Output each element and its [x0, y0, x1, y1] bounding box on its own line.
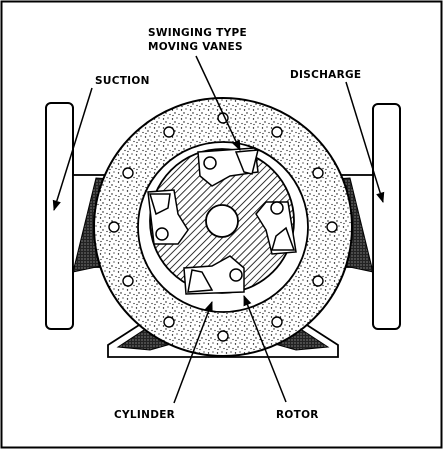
vane-left — [147, 189, 189, 245]
vanes-label-line2: MOVING VANES — [148, 41, 243, 53]
discharge-arrow — [345, 81, 385, 204]
vanes-label-line1: SWINGING TYPE — [148, 27, 247, 39]
bolt-hole — [122, 167, 134, 179]
rotor-label: ROTOR — [276, 409, 319, 421]
suction-label: SUCTION — [95, 75, 150, 87]
vane-right — [255, 201, 297, 255]
suction-flange — [45, 102, 74, 330]
discharge-flange — [372, 103, 401, 330]
bolt-hole — [217, 330, 229, 342]
vane-top — [197, 147, 259, 187]
bolt-hole — [163, 126, 175, 138]
rotor-leader — [243, 295, 287, 403]
shaft-hole — [205, 204, 239, 238]
discharge-label: DISCHARGE — [290, 69, 361, 81]
vanes-leader — [195, 55, 241, 151]
bolt-hole — [122, 275, 134, 287]
bolt-hole — [108, 221, 120, 233]
bolt-hole — [163, 316, 175, 328]
bolt-hole — [271, 316, 283, 328]
cylinder-leader — [173, 301, 213, 404]
cylinder-label: CYLINDER — [114, 409, 175, 421]
vane-bottom — [183, 255, 245, 295]
bolt-hole — [312, 275, 324, 287]
suction-arrow — [52, 87, 93, 212]
bolt-hole — [326, 221, 338, 233]
bolt-hole — [312, 167, 324, 179]
bolt-holes — [108, 112, 338, 342]
bolt-hole — [271, 126, 283, 138]
